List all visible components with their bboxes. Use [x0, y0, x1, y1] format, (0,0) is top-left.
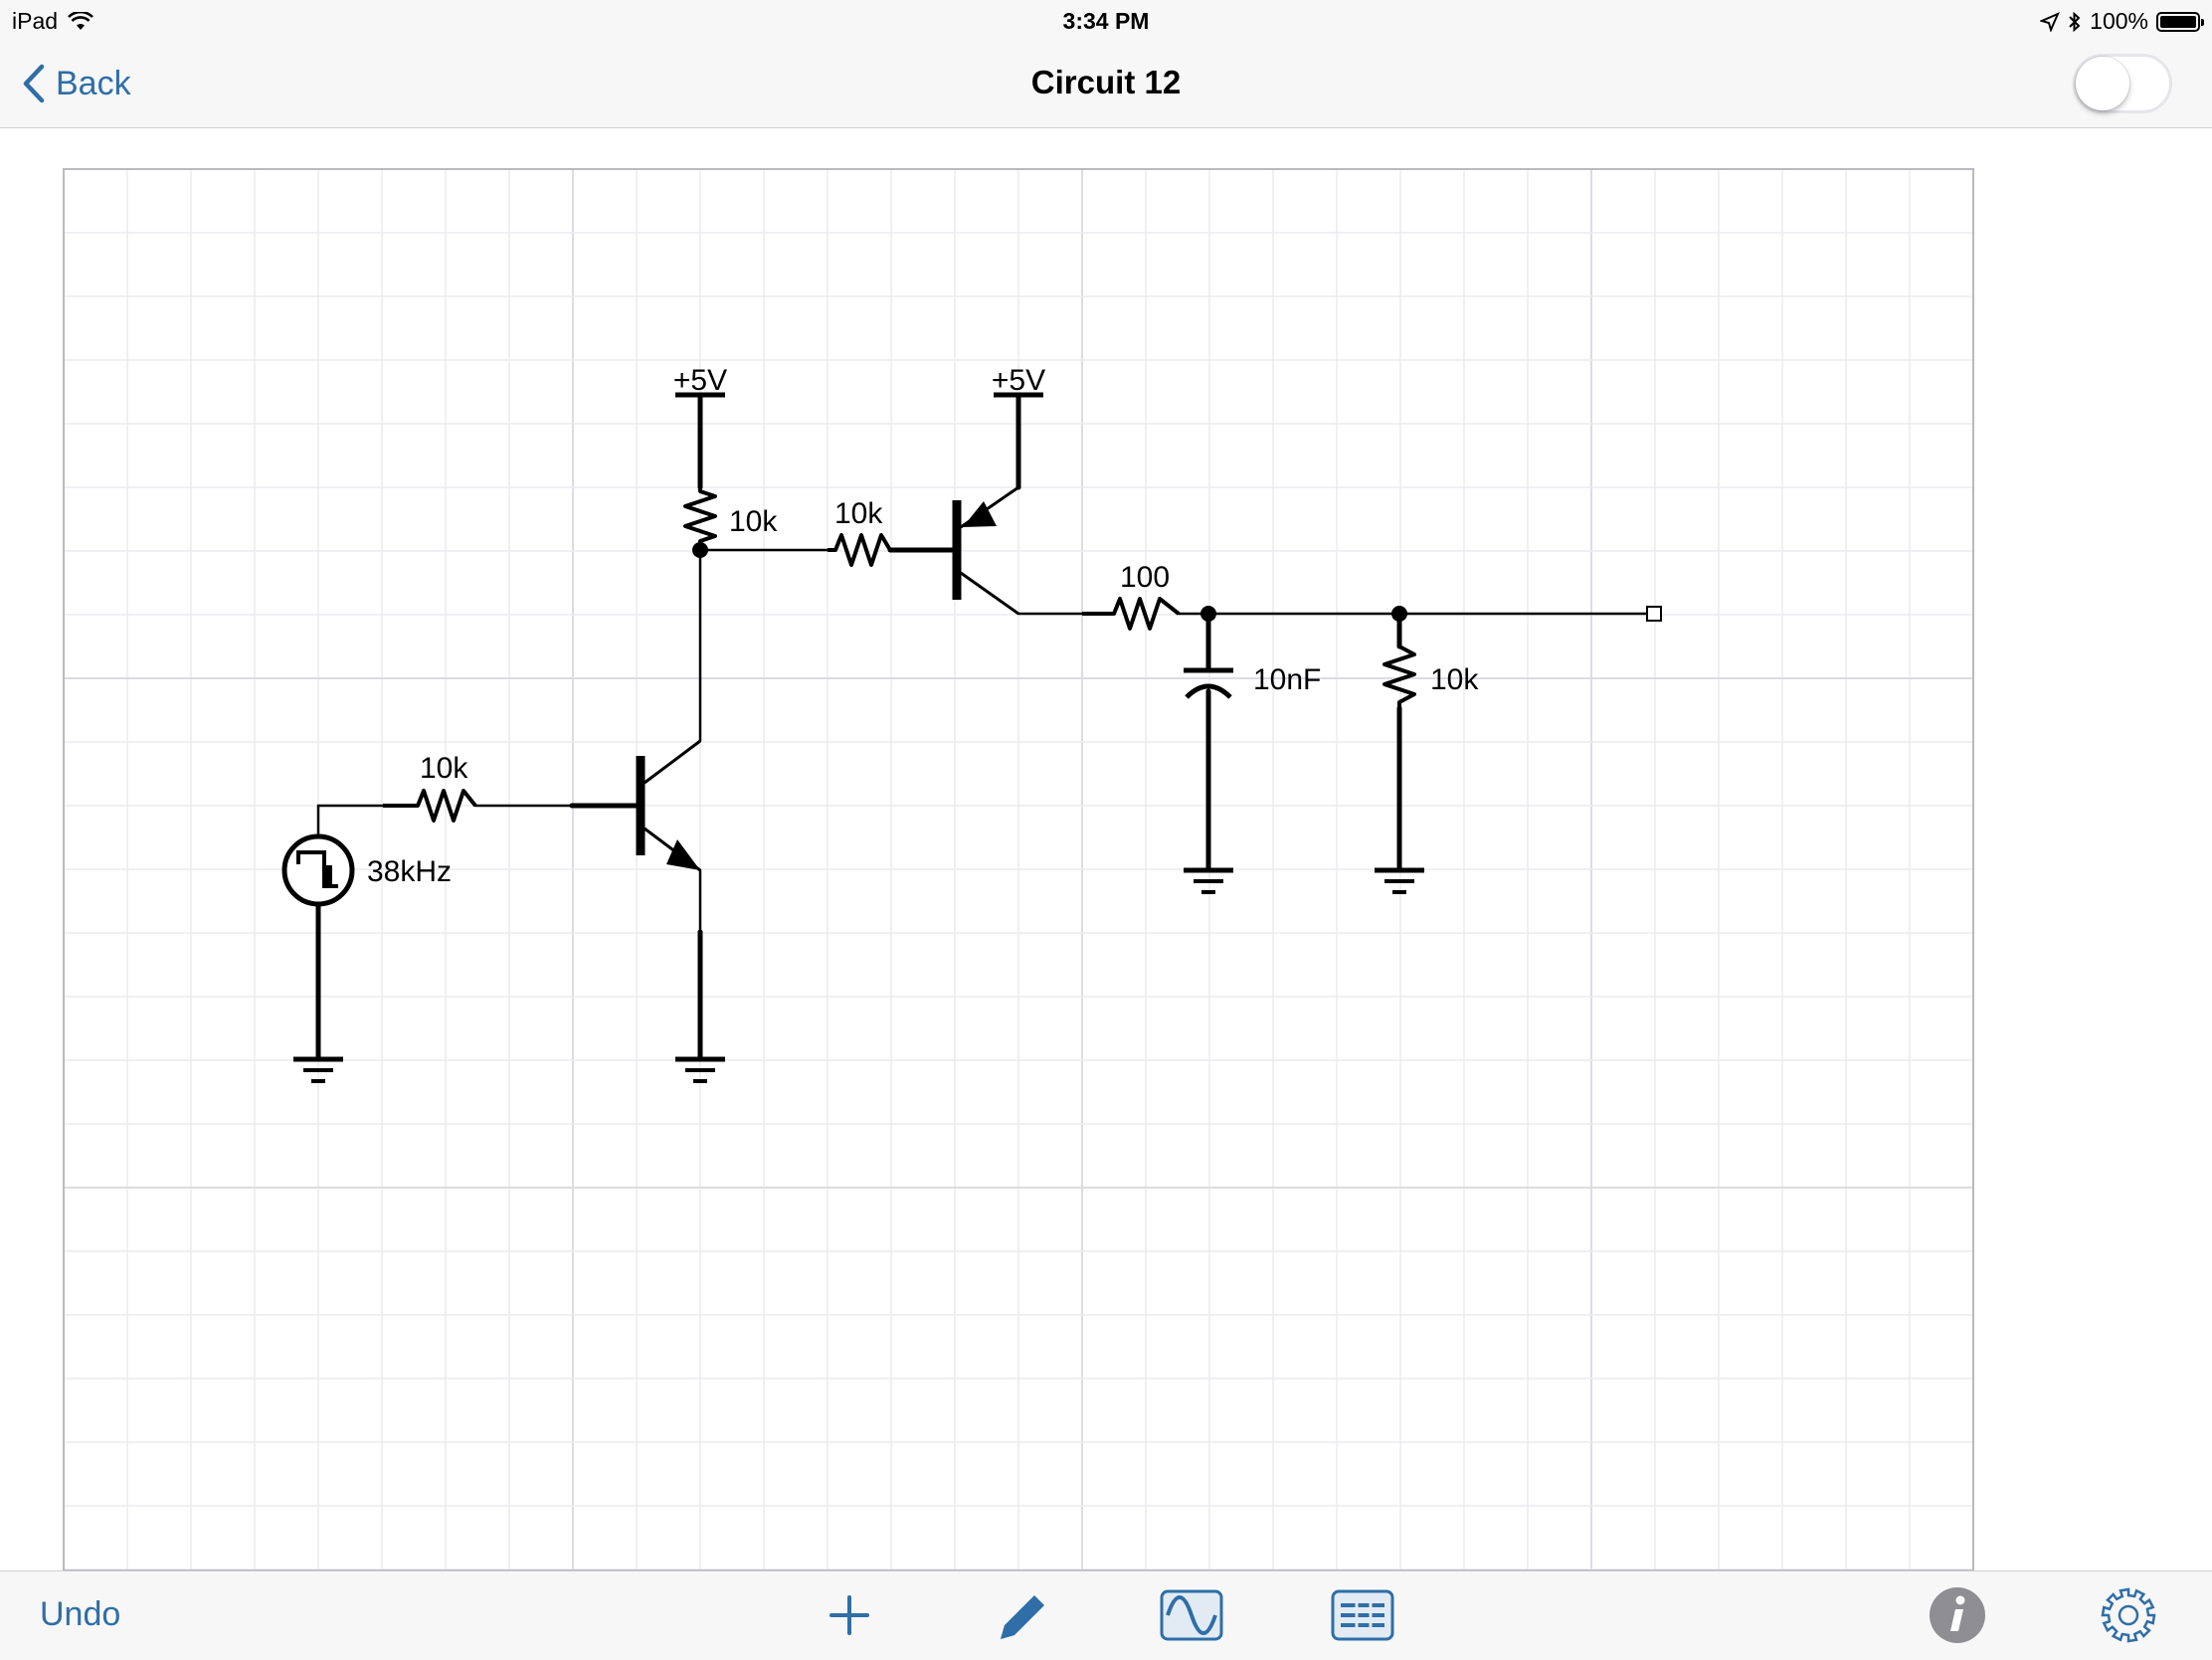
- transistor-q1[interactable]: [636, 739, 701, 872]
- capacitor[interactable]: [1184, 667, 1233, 699]
- waveform-button[interactable]: [1160, 1585, 1223, 1645]
- waveform-icon: [1160, 1589, 1223, 1641]
- settings-button[interactable]: [2097, 1585, 2160, 1645]
- battery-percent: 100%: [2090, 8, 2148, 34]
- junction-load[interactable]: [1391, 606, 1407, 622]
- ground-capacitor[interactable]: [1184, 867, 1233, 894]
- circuit-schematic[interactable]: +5V +5V: [0, 128, 2212, 1570]
- junction-capacitor[interactable]: [1200, 606, 1216, 622]
- input-resistor-label: 10k: [420, 752, 468, 785]
- tool-bar: Undo: [0, 1570, 2212, 1660]
- status-right: 100%: [2040, 8, 2204, 35]
- status-time: 3:34 PM: [1062, 8, 1150, 34]
- ground-load[interactable]: [1375, 867, 1424, 894]
- ground-source[interactable]: [293, 1056, 343, 1083]
- resistors: [383, 487, 1416, 823]
- nav-bar: Back Circuit 12: [0, 40, 2212, 128]
- capacitor-label: 10nF: [1253, 663, 1321, 696]
- resistor-load[interactable]: [1382, 645, 1416, 708]
- grid: [63, 168, 1974, 1570]
- info-icon: [1930, 1587, 1985, 1643]
- capacitor-plate-curved: [1185, 683, 1232, 699]
- info-button[interactable]: [1926, 1585, 1989, 1645]
- status-bar: iPad 3:34 PM 100%: [0, 0, 2212, 40]
- supply-left-label: +5V: [673, 364, 727, 397]
- junction-collector[interactable]: [692, 542, 708, 558]
- grounds: [293, 867, 1424, 1083]
- add-icon: [830, 1595, 869, 1635]
- undo-button[interactable]: Undo: [40, 1595, 121, 1633]
- junctions: [692, 542, 1407, 622]
- resistor-input[interactable]: [383, 789, 477, 823]
- toggle-knob: [2076, 57, 2129, 110]
- page-title: Circuit 12: [1030, 64, 1182, 100]
- pencil-icon: [1001, 1595, 1044, 1639]
- ground-q1[interactable]: [675, 1056, 725, 1083]
- supply-right-label: +5V: [992, 364, 1045, 397]
- location-icon: [2040, 11, 2061, 32]
- add-button[interactable]: [818, 1585, 881, 1645]
- wires: [315, 392, 1649, 1062]
- q1-emitter-arrow: [666, 839, 700, 870]
- transistor-q2[interactable]: [952, 485, 1019, 616]
- list-button[interactable]: [1331, 1585, 1394, 1645]
- output-terminal[interactable]: [1646, 606, 1662, 622]
- chevron-left-icon: [23, 64, 45, 103]
- resistor-series[interactable]: [1082, 597, 1181, 631]
- base-resistor-label: 10k: [834, 497, 883, 530]
- back-button[interactable]: Back: [22, 60, 131, 107]
- wifi-icon: [68, 11, 93, 30]
- battery-fill: [2160, 15, 2196, 28]
- signal-source[interactable]: [281, 833, 355, 907]
- back-label: Back: [56, 64, 131, 102]
- q2-emitter-arrow: [963, 501, 997, 527]
- source-pulse: [324, 865, 332, 886]
- list-icon: [1331, 1589, 1394, 1641]
- gear-icon: [2101, 1587, 2156, 1643]
- toggle-switch[interactable]: [2073, 54, 2172, 113]
- collector-resistor-label: 10k: [729, 505, 778, 538]
- schematic-canvas[interactable]: +5V +5V: [0, 128, 2212, 1570]
- series-resistor-label: 100: [1120, 561, 1170, 594]
- status-left: iPad: [12, 8, 93, 35]
- device-name: iPad: [12, 8, 59, 34]
- load-resistor-label: 10k: [1430, 663, 1479, 696]
- resistor-base[interactable]: [828, 533, 892, 567]
- draw-button[interactable]: [989, 1585, 1052, 1645]
- canvas-border: [63, 168, 1974, 1570]
- source-label: 38kHz: [367, 855, 452, 888]
- q2-collector-leg: [960, 571, 1019, 616]
- battery-icon: [2156, 11, 2204, 32]
- resistor-collector[interactable]: [683, 487, 717, 550]
- q1-collector-leg: [644, 739, 701, 785]
- bluetooth-icon: [2069, 11, 2081, 32]
